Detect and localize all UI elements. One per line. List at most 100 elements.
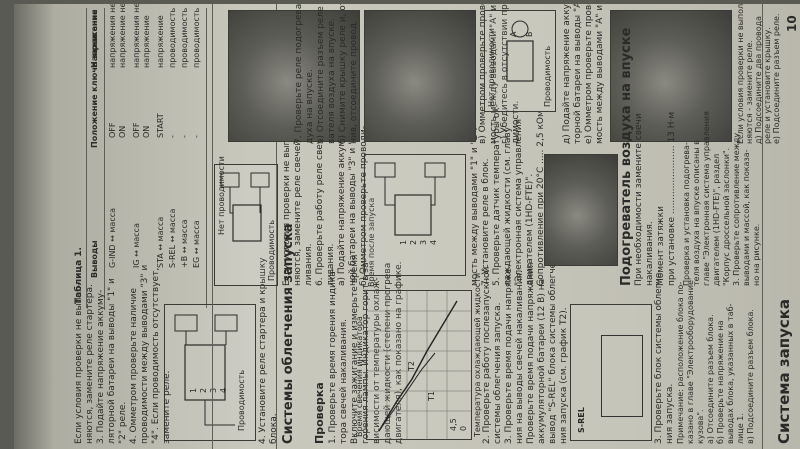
ohmmeter-right [214, 314, 238, 332]
ohmmeter-left [174, 314, 198, 332]
glow-relay2-body [394, 194, 432, 236]
bottom-line-7: выводах блока, указанных в таб- [726, 303, 735, 444]
table1-row-5-c2: проводимость [168, 7, 177, 68]
col1-line-2: 3. Подайте напряжение аккуму- [96, 289, 106, 444]
bottom-line-0: 3. Проверьте блок системы облегче- [654, 269, 664, 445]
table1-header-0: Выводы [90, 240, 99, 278]
air-heater-diagram: Проводимость Нет проводимости A B [484, 10, 556, 112]
col2-line2-3: ния на выводы свечей накаливания. [515, 270, 525, 444]
col2-line-0: 1. Проверьте время горения индика- [328, 267, 338, 444]
col5-line3-2: главе "Электронная система управления [702, 111, 711, 286]
relay1-pin-1: 1 [189, 387, 198, 393]
col3-line-12: "Электронная система управления [514, 118, 524, 286]
col2-line2-4: Проверьте время подачи напряжения [526, 262, 536, 444]
chart-series-t2-label: T2 [407, 361, 416, 371]
table1-row-1-c1: ON [118, 125, 127, 138]
air-heater-relay-photo [228, 10, 360, 142]
glow-relay-diagram-2: 1 2 3 4 [364, 154, 466, 276]
col3-line-2: ливания. [304, 243, 314, 286]
table1-row-0-c1: OFF [108, 122, 117, 139]
col3-line-13: двигателем (1HD-FTE)". [525, 173, 535, 286]
col5-line3-7: но на рисунке. [752, 223, 761, 286]
col5-line-0: д) Подайте напряжение аккумуля- [562, 4, 572, 144]
glow-time-chart: Время свечения индикатора Температура ох… [355, 198, 482, 440]
table1-row-3-c2: напряжение [142, 15, 151, 68]
series-t1 [378, 352, 436, 432]
col1-line-5: 4. Омметром проверьте наличие [129, 287, 139, 444]
col2-line2-5: аккумуляторной батареи (12 В) на [537, 278, 547, 444]
header-rule [762, 4, 763, 449]
bottom-line-9: в) Подсоедините разъем блока. [746, 309, 755, 444]
table1-row-3-c1: ON [142, 125, 151, 138]
glow-relay-conduct: Проводимость [267, 219, 276, 281]
table1-row-7-c2: проводимость [192, 7, 201, 68]
col5-line2-0: При необходимости замените свечи [634, 113, 644, 286]
col3-line-9: 7. Установите реле в блок. [481, 158, 491, 287]
col6-line-4: е) Подсоедините разъем реле. [772, 13, 781, 145]
col5-section-title: Подогреватель воздуха на впуске [619, 27, 634, 286]
relay1-label-conduct: Проводимость [237, 369, 246, 431]
col2-line-1: тора свечей накаливания. [339, 319, 349, 444]
col2-line2-7: ния запуска (см. график T2). [559, 307, 569, 444]
col1-line-0: Если условия проверки не выпол- [74, 283, 84, 444]
page-header-title: Система запуска [775, 298, 793, 444]
glow-relay2-pin-4: 4 [429, 239, 438, 245]
table1-row-6-c2: проводимость [180, 7, 189, 68]
table1-row-4-c0: STA ↔ масса [156, 216, 165, 268]
chart-xlabel: Температура охлаждающей жидкости [473, 272, 482, 437]
relay1-pin-3: 3 [209, 387, 218, 393]
col5-line-3: мость между выводами "A" и "B". [595, 4, 605, 144]
table1-row-1-c2: напряжение нет [118, 4, 127, 68]
col1-line-6: проводимости между выводами "3" и [140, 264, 150, 444]
chart-series-t1-label: T1 [427, 391, 436, 401]
col3-line-6: ной батареи на выводы "3" и "4". [348, 128, 358, 286]
table1-row-2-c0: IG ↔ масса [132, 223, 141, 268]
glow-relay2-ohmmeter [374, 162, 396, 178]
relay-diagram-1: Проводимость 1 2 3 4 [164, 304, 256, 441]
air-heater-pin-a: A [509, 31, 518, 37]
table1-row-5-c1: - [168, 135, 177, 138]
col2-line2-0: 2. Проверьте работу послезапускной [482, 266, 492, 444]
table1-row-7-c1: - [192, 135, 201, 138]
bottom-line-6: б) Проверьте напряжение на [716, 320, 725, 444]
col5-line3-0: Проверка и установка подогрева- [682, 142, 691, 286]
column-rule-2 [212, 4, 213, 449]
page-number: 10 [785, 15, 799, 32]
s-rel-block-diagram: S-REL [570, 304, 652, 441]
glow-relay2-pin-1: 1 [399, 239, 408, 245]
bottom-line-1: ния запуска. [665, 383, 675, 444]
bottom-line-2: Примечание: расположение блока по- [676, 281, 685, 444]
s-rel-label: S-REL [577, 407, 586, 433]
col5-line2-2: Момент затяжки [656, 206, 666, 286]
col2-line2-1: системы облегчения запуска. [493, 302, 503, 445]
col2-line2-2: 3. Проверьте время подачи напряже- [504, 264, 514, 444]
glow-time-chart-svg [367, 291, 471, 439]
glow-relay-diagram: Проводимость Нет проводимости [214, 156, 278, 286]
series-t2 [378, 300, 458, 432]
col4-line-4: б) Снимите крышку реле и, отсоеди- [338, 4, 348, 144]
col1-line-7: "4". Если проводимость отсутствует, [151, 267, 161, 444]
glow-ohmmeter-2 [250, 172, 270, 188]
bottom-line-4: кузова". [696, 409, 705, 444]
col6-line-3: реле и установите крышку. [763, 27, 772, 144]
air-heater-no-conduct: Нет проводимости [487, 28, 496, 107]
glow-relay2-battery [424, 162, 446, 178]
col4-line-2: а) Отсоедините разъем реле подогре- [316, 4, 326, 144]
table1-row-4-c2: напряжение [156, 15, 165, 68]
glow-relay-no-conduct: Нет проводимости [217, 156, 226, 235]
temp-sensor-photo [544, 154, 618, 266]
table1-row-0-c2: напряжения нет [108, 4, 117, 68]
col5-line-1: торной батареи на выводы "А" и "B". [573, 4, 583, 144]
col2-sub-title: Проверка [313, 382, 326, 444]
chart-tick-1: 0 [459, 425, 468, 431]
relay-photo-2 [364, 10, 476, 142]
col3-line-11: лаждающей жидкости (см. главу [503, 126, 513, 286]
heater-photo [610, 10, 732, 142]
col5-line3-3: двигателем (1HD-FTE)", раздел [712, 153, 721, 286]
glow-relay2-pin-3: 3 [419, 239, 428, 245]
col4-line-0: 7. Проверьте реле подогревателя воз- [294, 4, 304, 144]
col1-line-10: блока. [269, 413, 279, 444]
col5-line3-4: "Корпус дроссельной заслонки". [722, 147, 731, 286]
column-rule-1 [276, 4, 277, 449]
table1-row-6-c1: - [180, 135, 189, 138]
